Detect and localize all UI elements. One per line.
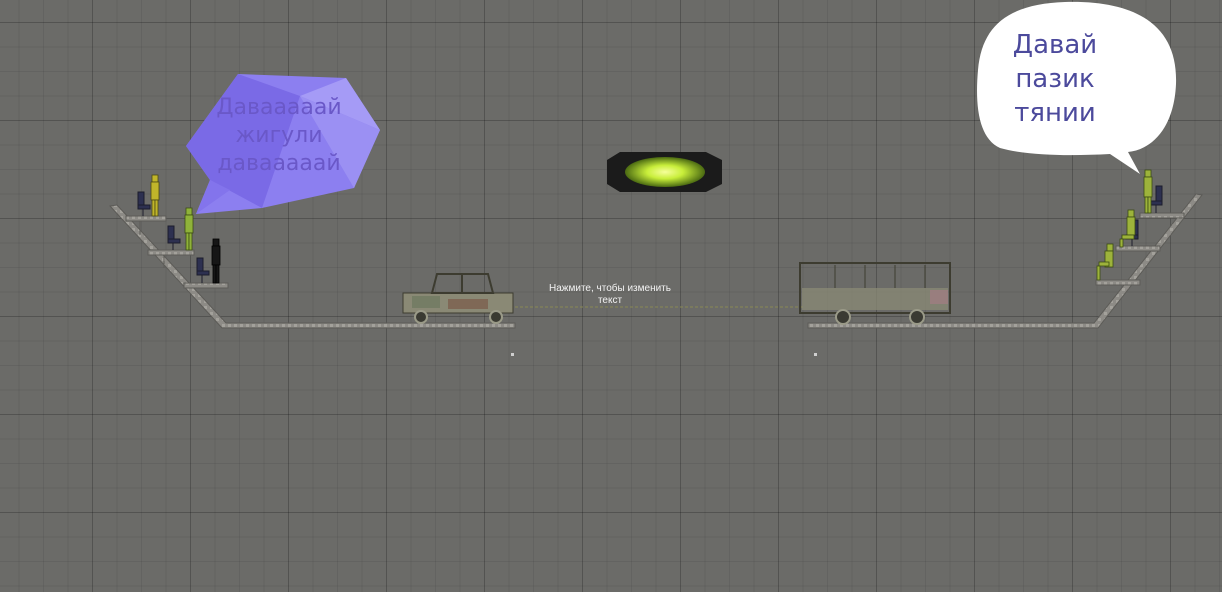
chair-icon[interactable] bbox=[137, 191, 151, 216]
ragdoll-figure[interactable] bbox=[1119, 209, 1136, 248]
left-stand[interactable] bbox=[108, 204, 516, 329]
chair-icon[interactable] bbox=[196, 257, 210, 283]
ragdoll-figure[interactable] bbox=[1143, 169, 1153, 214]
ragdoll-figure[interactable] bbox=[211, 238, 221, 284]
right-stand[interactable] bbox=[807, 193, 1203, 329]
debris bbox=[814, 353, 817, 356]
ragdoll-figure[interactable] bbox=[150, 174, 160, 217]
ragdoll-figure[interactable] bbox=[184, 207, 194, 251]
ragdoll-figure[interactable] bbox=[1096, 243, 1114, 281]
car-icon[interactable] bbox=[402, 273, 514, 324]
light-bulb-icon[interactable] bbox=[607, 152, 722, 192]
left-speech-bubble[interactable] bbox=[186, 74, 380, 214]
chair-icon[interactable] bbox=[167, 225, 181, 250]
left-bubble-text: Давааааай жигули давааааай bbox=[216, 95, 342, 176]
rope-label[interactable]: Нажмите, чтобы изменить текст bbox=[549, 283, 671, 306]
bus-icon[interactable] bbox=[799, 262, 951, 325]
right-bubble-text: Давай пазик тянии bbox=[1012, 30, 1098, 128]
debris bbox=[511, 353, 514, 356]
right-speech-bubble[interactable] bbox=[977, 1, 1177, 174]
